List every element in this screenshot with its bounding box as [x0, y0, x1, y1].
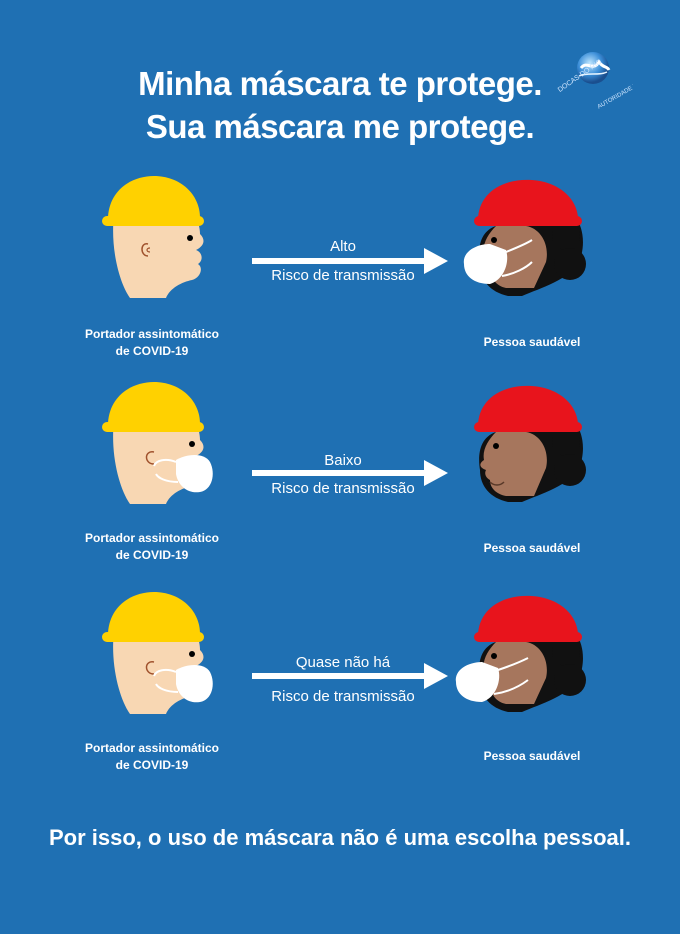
carrier-label-line-1: Portador assintomático — [84, 327, 220, 341]
carrier-label: Portador assintomático de COVID-19 — [62, 740, 242, 774]
footer-message: Por isso, o uso de máscara não é uma esc… — [48, 825, 631, 850]
row-low-risk: Baixo Risco de transmissão Portador assi… — [0, 378, 680, 578]
docas-do-rio-logo: DOCAS DO RIO AUTORIDADE PORTUÁRIA — [557, 52, 633, 110]
carrier-head-icon — [102, 592, 213, 714]
carrier-head-icon — [102, 176, 204, 298]
healthy-person-label: Pessoa saudável — [483, 335, 581, 349]
carrier-label-line-2: de COVID-19 — [115, 548, 189, 562]
risk-text-label: Risco de transmissão — [271, 688, 415, 705]
carrier-label-line-2: de COVID-19 — [115, 758, 189, 772]
risk-text-label: Risco de transmissão — [271, 480, 415, 497]
healthy-person-head-icon — [463, 179, 586, 296]
healthy-person-label: Pessoa saudável — [483, 749, 581, 763]
transmission-arrow-icon — [252, 460, 448, 486]
healthy-person-label: Pessoa saudável — [483, 541, 581, 555]
risk-text-label: Risco de transmissão — [271, 267, 415, 284]
carrier-label-line-1: Portador assintomático — [84, 741, 220, 755]
transmission-arrow-icon — [252, 663, 448, 689]
page-title: Minha máscara te protege. Sua máscara me… — [0, 62, 680, 148]
title-line-1: Minha máscara te protege. — [138, 65, 542, 102]
healthy-person-head-icon — [455, 595, 586, 712]
risk-level-label: Quase não há — [295, 654, 391, 671]
title-line-2: Sua máscara me protege. — [145, 108, 535, 145]
carrier-head-icon — [102, 382, 213, 504]
transmission-arrow-icon — [252, 248, 448, 274]
carrier-label: Portador assintomático de COVID-19 — [62, 530, 242, 564]
carrier-label-line-1: Portador assintomático — [84, 531, 220, 545]
row-almost-no-risk: Quase não há Risco de transmissão Portad… — [0, 588, 680, 788]
row-high-risk: Alto Risco de transmissão Portador assin… — [0, 172, 680, 372]
carrier-label-line-2: de COVID-19 — [115, 344, 189, 358]
risk-level-label: Baixo — [324, 452, 362, 469]
risk-level-label: Alto — [330, 238, 356, 255]
carrier-label: Portador assintomático de COVID-19 — [62, 326, 242, 360]
healthy-person-head-icon — [474, 385, 586, 502]
